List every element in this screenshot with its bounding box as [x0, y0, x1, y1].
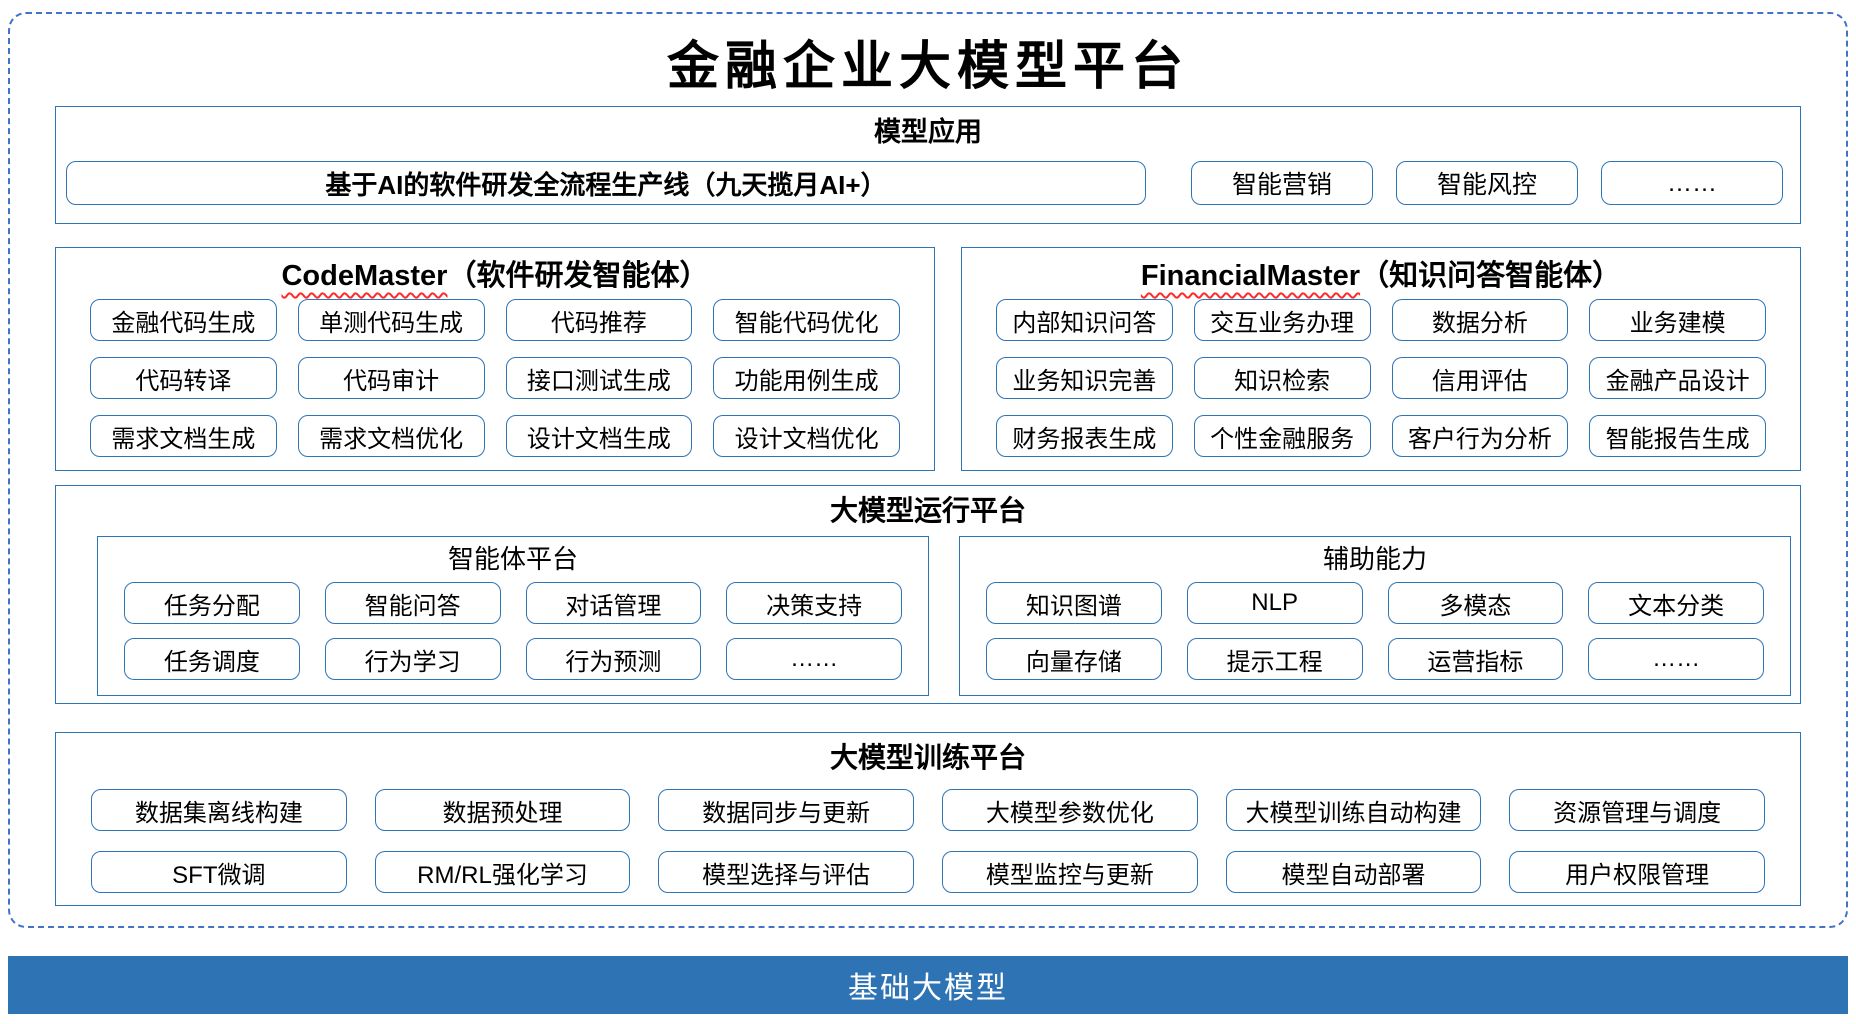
- agent-platform-capability-list: 任务分配智能问答对话管理决策支持任务调度行为学习行为预测 ……: [98, 575, 928, 680]
- codemaster-capability-box: 代码推荐: [505, 299, 693, 341]
- application-box: ……: [1601, 161, 1783, 205]
- model-application-header: 模型应用: [874, 117, 982, 147]
- financialmaster-capability-box: 个性金融服务: [1193, 415, 1371, 457]
- agent-platform-capability-box: ……: [726, 638, 902, 680]
- financialmaster-capability-box: 业务建模: [1589, 299, 1766, 341]
- codemaster-header: CodeMaster（软件研发智能体）: [56, 257, 934, 295]
- foundation-model-bar: 基础大模型: [8, 956, 1848, 1014]
- auxiliary-capability-item-box: 知识图谱: [986, 582, 1162, 624]
- financialmaster-capability-box: 业务知识完善: [996, 357, 1173, 399]
- agent-platform-capability-box: 智能问答: [324, 582, 501, 624]
- codemaster-capability-list: 金融代码生成单测代码生成代码推荐智能代码优化代码转译代码审计接口测试生成功能用例…: [56, 295, 934, 457]
- training-capability-list: 数据集离线构建数据预处理数据同步与更新大模型参数优化大模型训练自动构建资源管理与…: [56, 775, 1800, 893]
- codemaster-capability-box: 金融代码生成: [90, 299, 277, 341]
- application-box: 智能营销: [1191, 161, 1373, 205]
- auxiliary-capability-item-box: 提示工程: [1186, 638, 1363, 680]
- agent-platform-box: 智能体平台 任务分配智能问答对话管理决策支持任务调度行为学习行为预测 ……: [97, 536, 929, 696]
- agent-platform-capability-box: 决策支持: [726, 582, 902, 624]
- training-capability-box: 大模型参数优化: [942, 789, 1198, 831]
- training-capability-box: 数据集离线构建: [91, 789, 347, 831]
- application-box: 智能风控: [1396, 161, 1578, 205]
- model-application-section: 模型应用 基于AI的软件研发全流程生产线（九天揽月AI+） 智能营销智能风控 ……: [55, 106, 1801, 224]
- financialmaster-subtitle: （知识问答智能体）: [1360, 260, 1622, 292]
- auxiliary-capability-item-box: 多模态: [1387, 582, 1564, 624]
- financialmaster-capability-box: 财务报表生成: [996, 415, 1173, 457]
- auxiliary-capability-item-box: 向量存储: [986, 638, 1162, 680]
- auxiliary-capability-header: 辅助能力: [1322, 544, 1427, 574]
- runtime-platform-section: 大模型运行平台 智能体平台 任务分配智能问答对话管理决策支持任务调度行为学习行为…: [55, 485, 1801, 704]
- financialmaster-capability-list: 内部知识问答交互业务办理数据分析业务建模业务知识完善知识检索信用评估金融产品设计…: [962, 295, 1800, 457]
- agent-platform-capability-box: 行为学习: [324, 638, 501, 680]
- auxiliary-capability-box: 辅助能力 知识图谱 NLP 多模态文本分类向量存储提示工程运营指标 ……: [959, 536, 1791, 696]
- codemaster-capability-box: 需求文档优化: [297, 415, 485, 457]
- training-capability-box: 用户权限管理: [1509, 851, 1765, 893]
- financialmaster-capability-box: 交互业务办理: [1193, 299, 1371, 341]
- training-capability-box: 数据预处理: [374, 789, 631, 831]
- training-capability-box: 模型监控与更新: [942, 851, 1198, 893]
- ai-pipeline-box: 基于AI的软件研发全流程生产线（九天揽月AI+）: [66, 161, 1146, 205]
- auxiliary-capability-item-box: NLP: [1186, 582, 1363, 624]
- codemaster-capability-box: 代码审计: [297, 357, 485, 399]
- financialmaster-section: FinancialMaster（知识问答智能体） 内部知识问答交互业务办理数据分…: [961, 247, 1801, 471]
- outer-dashed-border: [8, 12, 1848, 928]
- financialmaster-title: FinancialMaster: [1140, 260, 1361, 292]
- codemaster-capability-box: 接口测试生成: [505, 357, 693, 399]
- codemaster-capability-box: 代码转译: [90, 357, 277, 399]
- codemaster-section: CodeMaster（软件研发智能体） 金融代码生成单测代码生成代码推荐智能代码…: [55, 247, 935, 471]
- training-capability-box: 大模型训练自动构建: [1225, 789, 1482, 831]
- runtime-platform-header: 大模型运行平台: [829, 495, 1026, 526]
- auxiliary-capability-item-box: 文本分类: [1588, 582, 1764, 624]
- agent-platform-capability-box: 任务调度: [124, 638, 300, 680]
- training-capability-box: 数据同步与更新: [658, 789, 914, 831]
- agent-platform-header: 智能体平台: [447, 544, 578, 574]
- codemaster-title: CodeMaster: [281, 260, 448, 292]
- agent-sections-row: CodeMaster（软件研发智能体） 金融代码生成单测代码生成代码推荐智能代码…: [55, 247, 1801, 471]
- model-application-row: 基于AI的软件研发全流程生产线（九天揽月AI+） 智能营销智能风控 ……: [66, 161, 1790, 205]
- codemaster-capability-box: 设计文档优化: [713, 415, 900, 457]
- training-capability-box: 资源管理与调度: [1509, 789, 1765, 831]
- training-capability-box: 模型选择与评估: [658, 851, 914, 893]
- financialmaster-capability-box: 知识检索: [1193, 357, 1371, 399]
- financialmaster-capability-box: 智能报告生成: [1589, 415, 1766, 457]
- financialmaster-capability-box: 客户行为分析: [1391, 415, 1569, 457]
- agent-platform-capability-box: 对话管理: [525, 582, 702, 624]
- training-capability-box: 模型自动部署: [1225, 851, 1482, 893]
- codemaster-capability-box: 智能代码优化: [713, 299, 900, 341]
- financialmaster-header: FinancialMaster（知识问答智能体）: [962, 257, 1800, 295]
- financialmaster-capability-box: 金融产品设计: [1589, 357, 1766, 399]
- codemaster-capability-box: 功能用例生成: [713, 357, 900, 399]
- agent-platform-capability-box: 任务分配: [124, 582, 300, 624]
- training-capability-box: SFT微调: [91, 851, 347, 893]
- codemaster-capability-box: 设计文档生成: [505, 415, 693, 457]
- financialmaster-capability-box: 内部知识问答: [996, 299, 1173, 341]
- codemaster-subtitle: （软件研发智能体）: [447, 260, 709, 292]
- training-platform-section: 大模型训练平台 数据集离线构建数据预处理数据同步与更新大模型参数优化大模型训练自…: [55, 732, 1801, 906]
- auxiliary-capability-item-box: ……: [1588, 638, 1764, 680]
- codemaster-capability-box: 需求文档生成: [90, 415, 277, 457]
- foundation-model-label: 基础大模型: [848, 972, 1008, 1005]
- financialmaster-capability-box: 数据分析: [1391, 299, 1569, 341]
- diagram-title: 金融企业大模型平台: [666, 36, 1189, 97]
- agent-platform-capability-box: 行为预测: [525, 638, 702, 680]
- auxiliary-capability-item-box: 运营指标: [1387, 638, 1564, 680]
- training-capability-box: RM/RL强化学习: [374, 851, 631, 893]
- auxiliary-capability-list: 知识图谱 NLP 多模态文本分类向量存储提示工程运营指标 ……: [960, 575, 1790, 680]
- training-platform-header: 大模型训练平台: [829, 742, 1026, 773]
- financialmaster-capability-box: 信用评估: [1391, 357, 1569, 399]
- runtime-inner-row: 智能体平台 任务分配智能问答对话管理决策支持任务调度行为学习行为预测 …… 辅助能…: [97, 536, 1800, 696]
- application-box-list: 智能营销智能风控 ……: [1191, 161, 1783, 205]
- codemaster-capability-box: 单测代码生成: [297, 299, 485, 341]
